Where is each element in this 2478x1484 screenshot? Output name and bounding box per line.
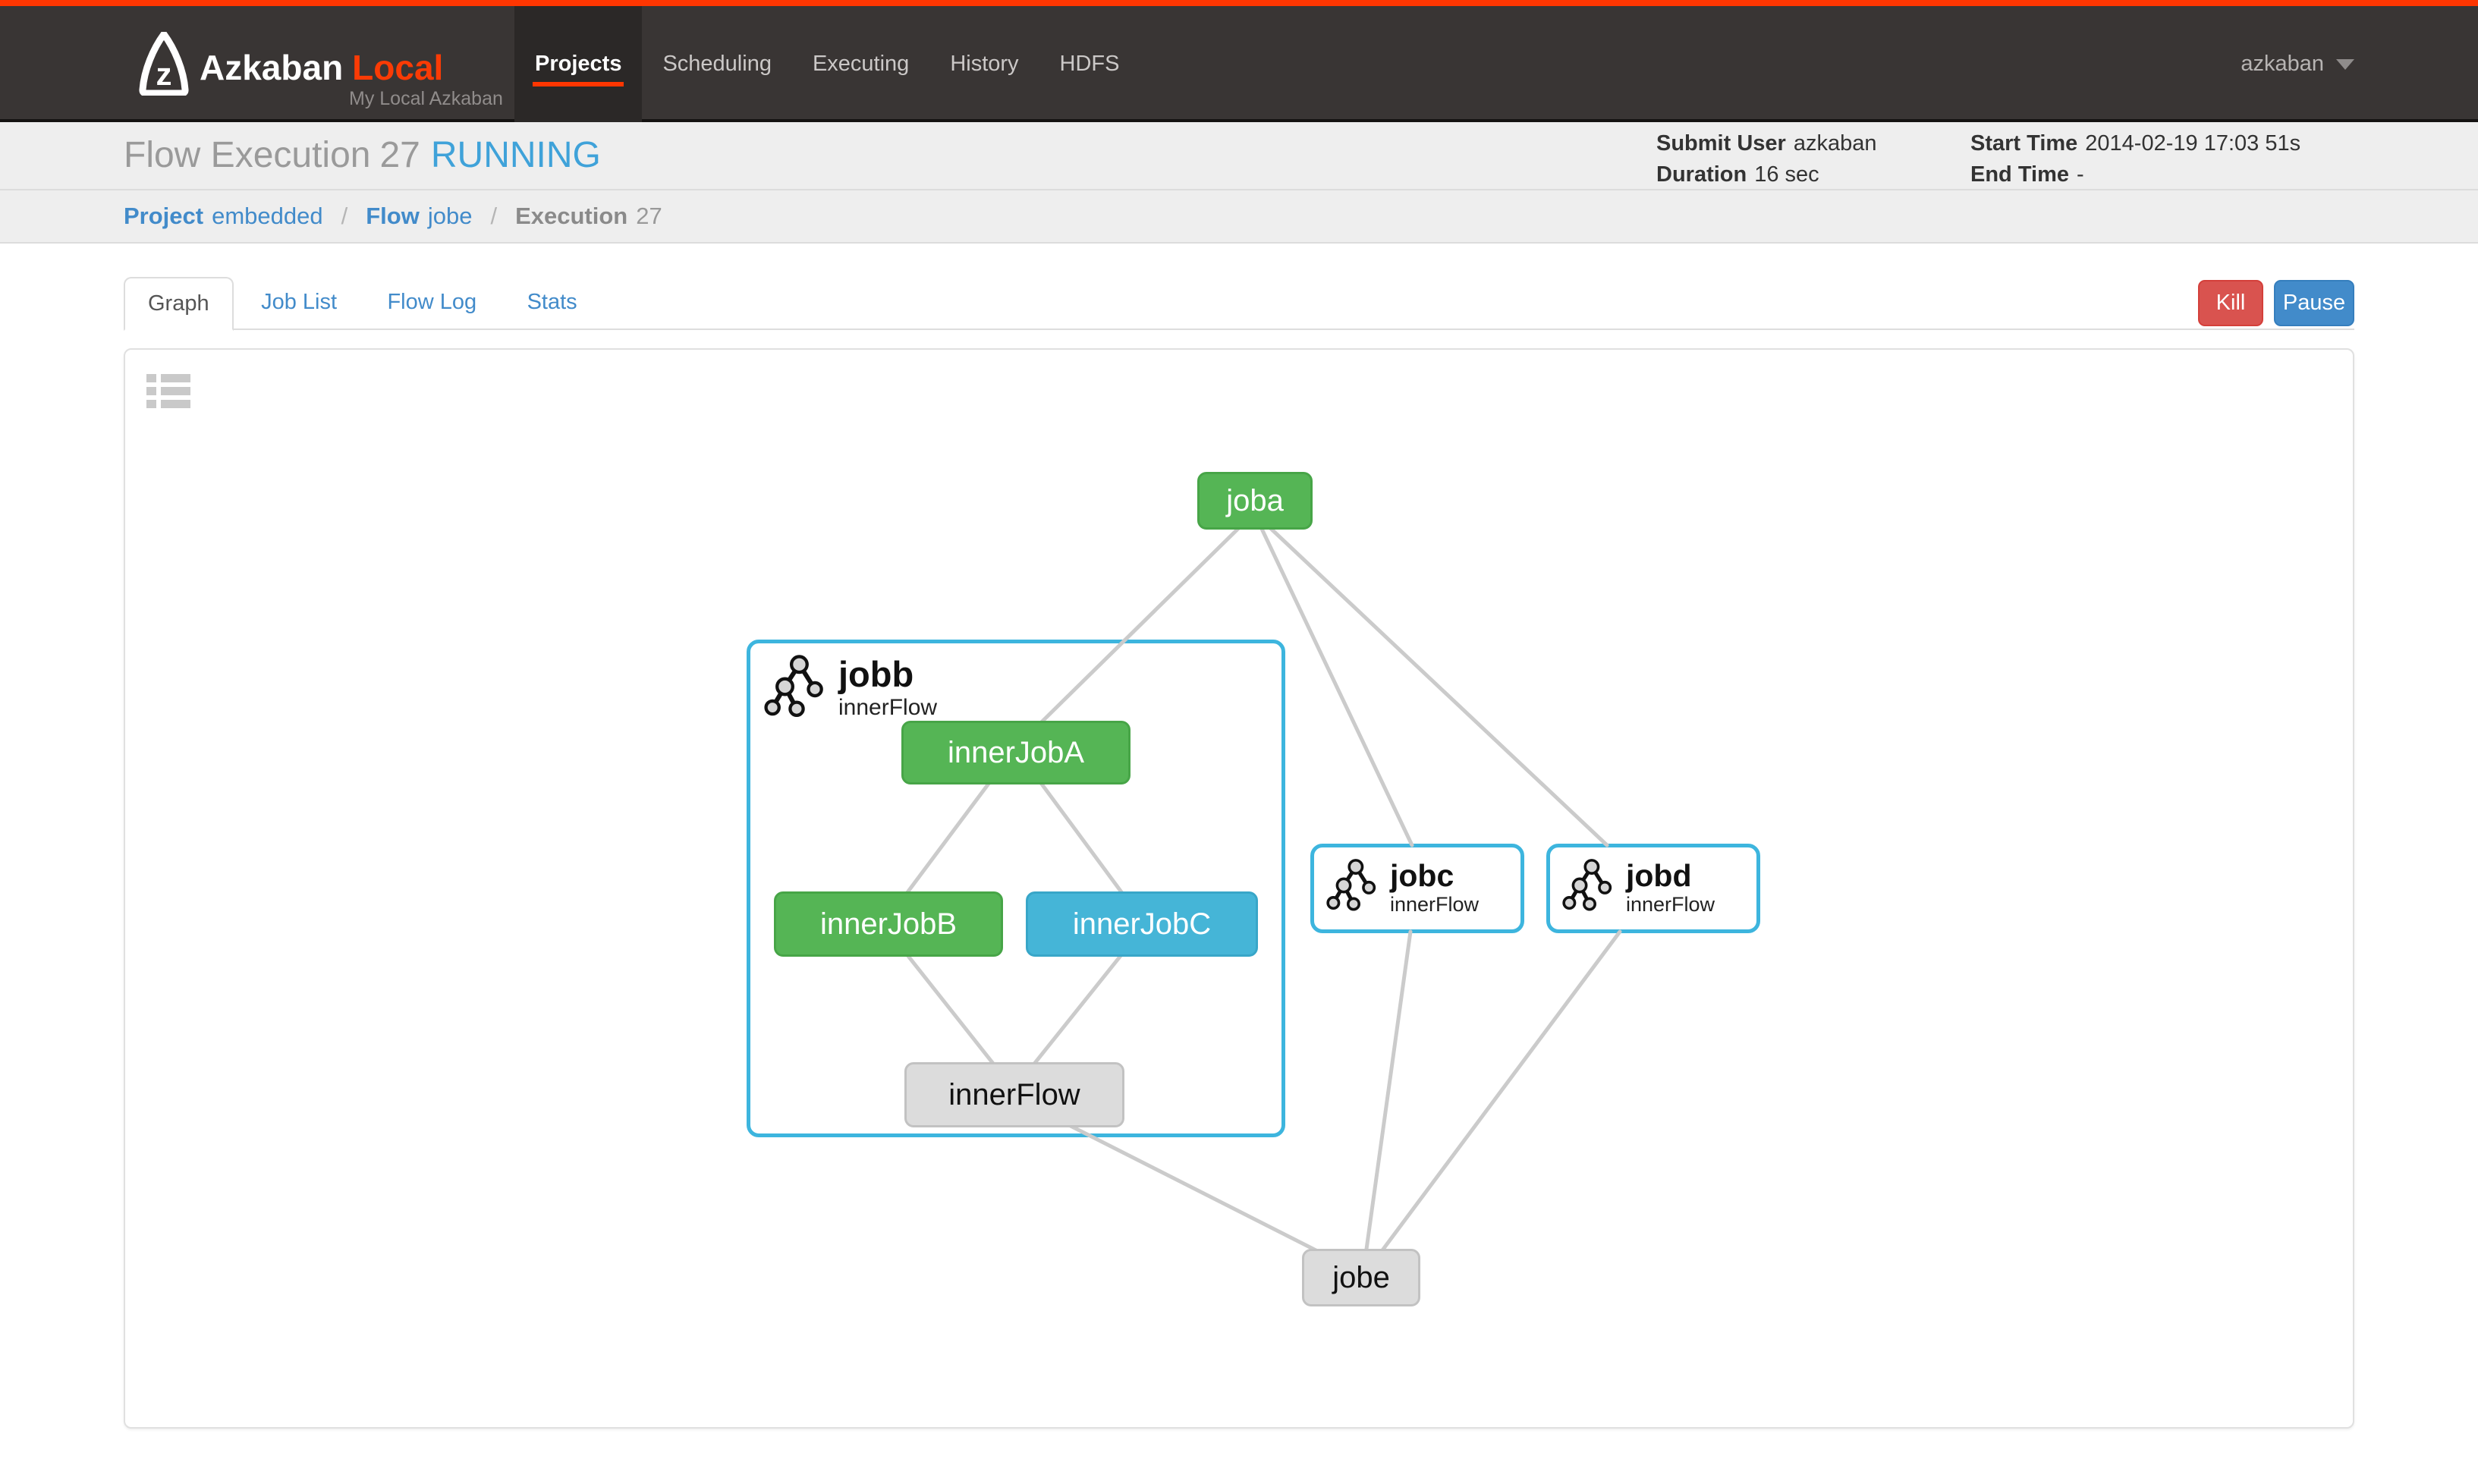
flow-box-title: jobc: [1390, 858, 1454, 893]
user-name: azkaban: [2241, 52, 2324, 76]
execution-meta-right: Start Time 2014-02-19 17:03 51s End Time-: [1970, 128, 2300, 190]
start-time-label: Start Time: [1970, 131, 2078, 156]
flow-box-title: jobd: [1626, 858, 1692, 893]
flow-box-jobb-header: jobb innerFlow: [764, 654, 937, 721]
job-node-innerJobC[interactable]: innerJobC: [1026, 891, 1258, 957]
kill-button[interactable]: Kill: [2198, 280, 2263, 326]
nav-item-history[interactable]: History: [950, 52, 1019, 76]
azkaban-logo-icon: z: [139, 32, 189, 96]
flow-box-jobd[interactable]: jobd innerFlow: [1546, 844, 1760, 933]
svg-text:z: z: [156, 56, 172, 92]
tab-bar: Graph Job List Flow Log Stats Kill Pause: [124, 275, 2354, 331]
nav-item-hdfs[interactable]: HDFS: [1059, 52, 1120, 76]
end-time-value: -: [2077, 162, 2084, 187]
flow-tree-icon: [764, 655, 823, 717]
flow-tree-icon: [1326, 859, 1376, 911]
flow-box-jobc-header: jobc innerFlow: [1326, 858, 1479, 916]
execution-meta-left: Submit User azkaban Duration 16 sec: [1656, 128, 1876, 190]
job-node-jobe[interactable]: jobe: [1302, 1249, 1420, 1306]
accent-top-bar: [0, 0, 2478, 6]
tab-flow-log[interactable]: Flow Log: [387, 290, 477, 314]
brand-accent: Local: [352, 48, 444, 87]
flow-box-jobc[interactable]: jobc innerFlow: [1310, 844, 1524, 933]
submit-user-value: azkaban: [1793, 131, 1877, 156]
execution-id: 27: [379, 135, 420, 175]
tab-graph[interactable]: Graph: [124, 277, 234, 331]
end-time-label: End Time: [1970, 162, 2069, 187]
nav-item-projects[interactable]: Projects: [514, 6, 643, 122]
flow-tree-icon: [1562, 859, 1612, 911]
brand-subtitle: My Local Azkaban: [349, 88, 503, 109]
flow-box-title: jobb: [838, 654, 914, 694]
nav-item-scheduling[interactable]: Scheduling: [662, 52, 772, 76]
tab-job-list[interactable]: Job List: [261, 290, 338, 314]
start-time-value: 2014-02-19 17:03 51s: [2085, 131, 2301, 156]
breadcrumb-separator: /: [490, 203, 498, 229]
status-badge: RUNNING: [430, 135, 601, 175]
breadcrumb-separator: /: [341, 203, 348, 229]
nav-item-executing[interactable]: Executing: [812, 52, 910, 76]
flow-box-jobd-header: jobd innerFlow: [1562, 858, 1715, 916]
pause-button[interactable]: Pause: [2274, 280, 2354, 326]
main-nav: Projects Scheduling Executing History HD…: [514, 6, 1140, 122]
job-node-joba[interactable]: joba: [1197, 472, 1313, 530]
flow-box-subtitle: innerFlow: [1626, 893, 1715, 916]
flow-box-subtitle: innerFlow: [838, 695, 938, 720]
duration-value: 16 sec: [1754, 162, 1819, 187]
job-node-innerFlow[interactable]: innerFlow: [904, 1062, 1124, 1127]
job-node-innerJobB[interactable]: innerJobB: [774, 891, 1003, 957]
chevron-down-icon: [2336, 58, 2354, 70]
tab-stats[interactable]: Stats: [527, 290, 577, 314]
flow-graph-panel: jobb innerFlow: [124, 348, 2354, 1429]
job-node-innerJobA[interactable]: innerJobA: [901, 721, 1131, 784]
duration-label: Duration: [1656, 162, 1747, 187]
flow-box-subtitle: innerFlow: [1390, 893, 1480, 916]
job-list-panel-icon[interactable]: [145, 369, 192, 413]
submit-user-label: Submit User: [1656, 131, 1786, 156]
user-dropdown[interactable]: azkaban: [2241, 6, 2354, 122]
